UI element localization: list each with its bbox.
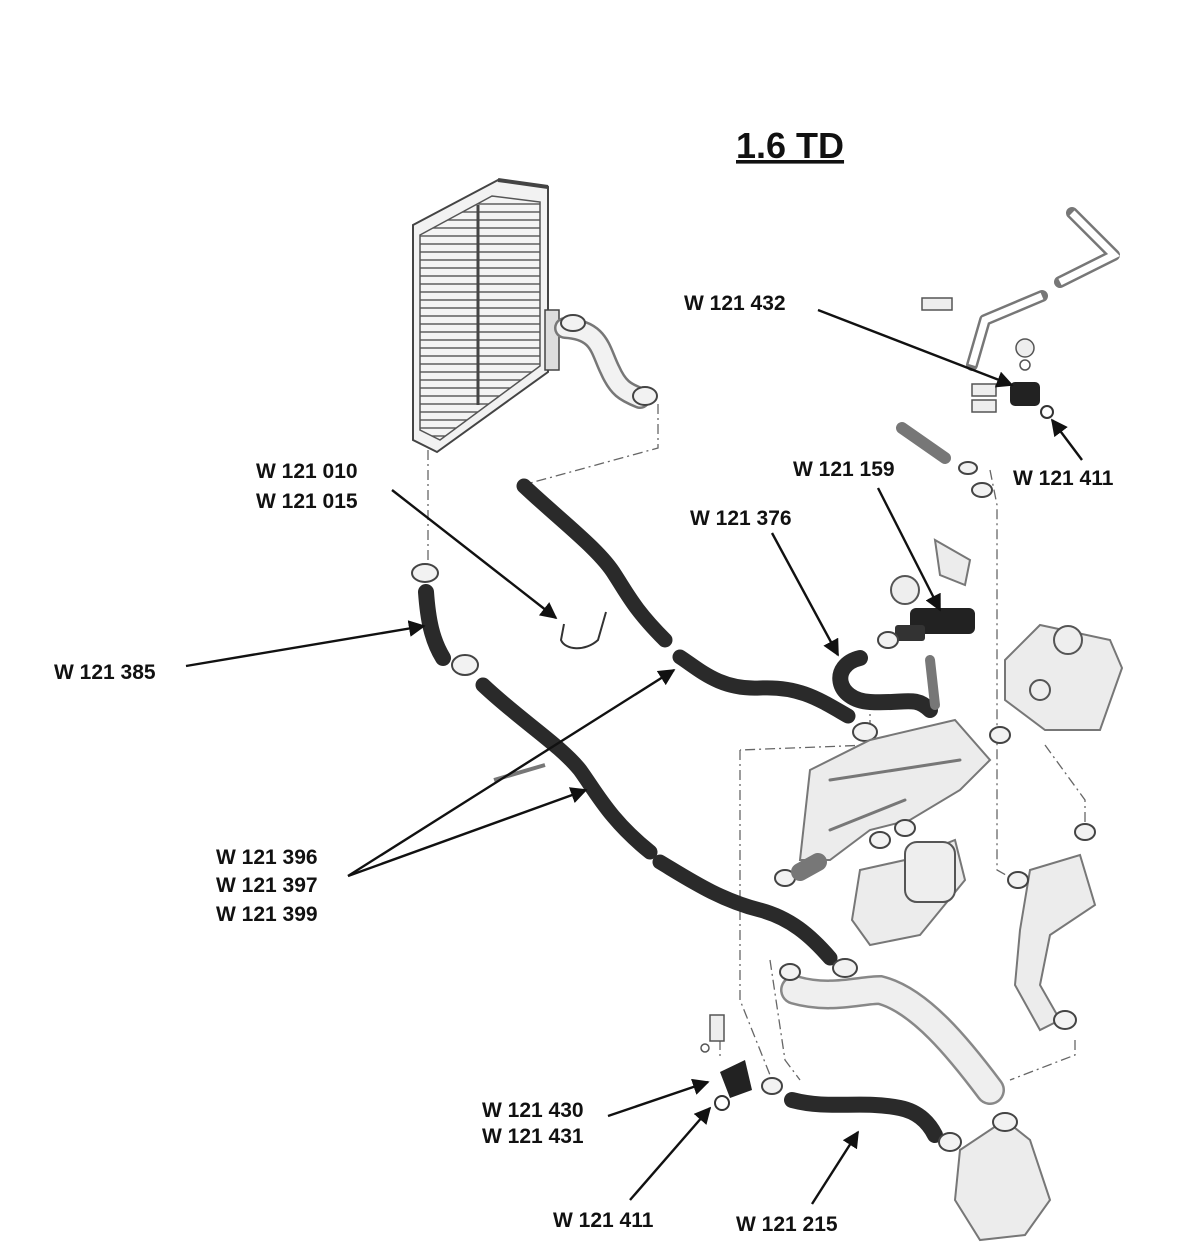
label-w121411-top: W 121 411 — [1013, 467, 1114, 490]
leader-lines — [185, 308, 1083, 1205]
expansion-tank — [989, 623, 1124, 744]
central-coolant-housing — [798, 718, 992, 861]
label-w121431: W 121 431 — [482, 1125, 584, 1148]
short-hose-385 — [411, 563, 479, 676]
o-ring-bottom — [714, 1095, 730, 1111]
label-w121399: W 121 399 — [216, 903, 318, 926]
wire-clip — [559, 611, 607, 650]
label-w121159: W 121 159 — [793, 458, 895, 481]
heater-outlet-hose — [554, 314, 658, 409]
label-w121376: W 121 376 — [690, 507, 792, 530]
hose-376 — [832, 650, 940, 742]
label-w121432: W 121 432 — [684, 292, 786, 315]
water-pump-housing — [953, 1112, 1052, 1242]
hose-215 — [784, 1092, 962, 1152]
long-hose-upper — [516, 478, 856, 724]
label-w121430: W 121 430 — [482, 1099, 584, 1122]
auxiliary-pump — [877, 538, 975, 649]
part-labels: W 121 432 W 121 411 W 121 010 W 121 015 … — [54, 292, 1114, 1236]
bleed-pipe — [896, 422, 993, 498]
label-w121385: W 121 385 — [54, 661, 156, 684]
label-w121215: W 121 215 — [736, 1213, 838, 1236]
lower-connector — [700, 1014, 783, 1111]
oil-filter-housing — [850, 819, 967, 947]
diagram-title: 1.6 TD — [736, 125, 844, 166]
lower-bypass-hose — [774, 853, 1005, 1105]
connector-430 — [720, 1060, 752, 1098]
assembly-guide-lines — [427, 404, 1086, 1081]
long-hose-lower — [475, 677, 838, 966]
connector-432 — [1010, 382, 1040, 406]
heater-core — [412, 178, 560, 454]
label-w121015: W 121 015 — [256, 490, 358, 513]
label-w121396: W 121 396 — [216, 846, 318, 869]
pump-body-159 — [910, 608, 975, 634]
label-w121397: W 121 397 — [216, 874, 318, 897]
o-ring-top — [1040, 405, 1054, 419]
right-return-hose — [1007, 823, 1097, 1032]
top-pipe-assembly — [921, 207, 1120, 419]
label-w121411-bottom: W 121 411 — [553, 1209, 654, 1232]
label-w121010: W 121 010 — [256, 460, 358, 483]
